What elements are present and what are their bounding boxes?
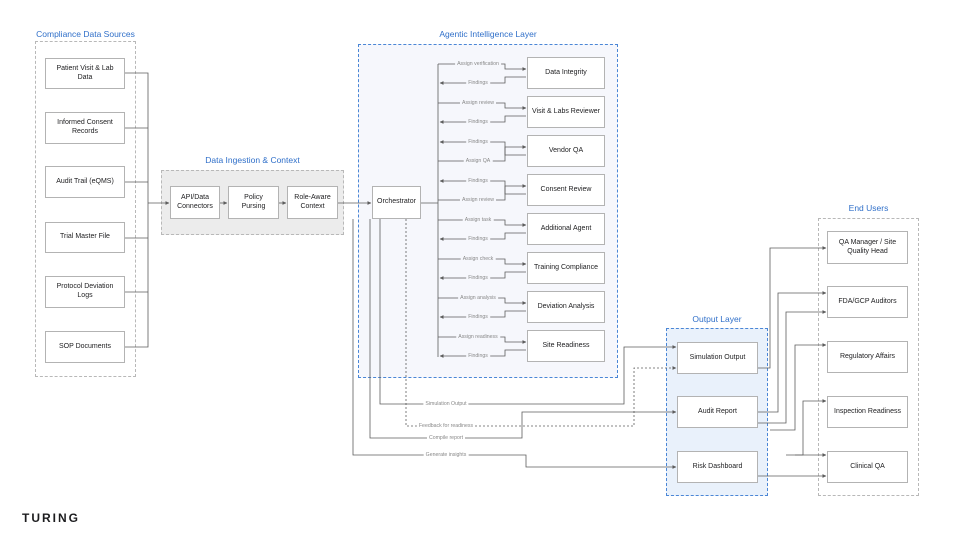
edge-label-findings: Findings [466,275,490,281]
agentic-layer-title: Agentic Intelligence Layer [439,29,537,39]
agent-site-readiness[interactable]: Site Readiness [527,330,605,362]
source-trial-master-file[interactable]: Trial Master File [45,222,125,253]
ingestion-title: Data Ingestion & Context [205,155,300,165]
source-protocol-deviation[interactable]: Protocol Deviation Logs [45,276,125,308]
user-fda-gcp-auditors[interactable]: FDA/GCP Auditors [827,286,908,318]
agent-additional[interactable]: Additional Agent [527,213,605,245]
edge-label-findings: Findings [466,236,490,242]
edge-label-assign-analysis: Assign analysis [458,295,498,301]
compliance-sources-group [35,41,136,377]
user-qa-manager[interactable]: QA Manager / Site Quality Head [827,231,908,264]
edge-label-findings: Findings [466,178,490,184]
agent-training-compliance[interactable]: Training Compliance [527,252,605,284]
edge-label-compile-report: Compile report [426,435,466,441]
ingestion-role-aware-context[interactable]: Role-Aware Context [287,186,338,219]
source-patient-visit-lab[interactable]: Patient Visit & Lab Data [45,58,125,89]
edge-label-findings: Findings [466,80,490,86]
edge-label-findings: Findings [466,119,490,125]
user-inspection-readiness[interactable]: Inspection Readiness [827,396,908,428]
edge-label-assign-review: Assign review [459,197,497,203]
agent-data-integrity[interactable]: Data Integrity [527,57,605,89]
edge-label-simulation-output: Simulation Output [423,401,469,407]
edge-label-assign-check: Assign check [460,256,496,262]
ingestion-policy-pursing[interactable]: Policy Pursing [228,186,279,219]
source-sop-documents[interactable]: SOP Documents [45,331,125,363]
agent-visit-labs-reviewer[interactable]: Visit & Labs Reviewer [527,96,605,128]
user-regulatory-affairs[interactable]: Regulatory Affairs [827,341,908,373]
edge-label-assign-review: Assign review [459,100,497,106]
output-layer-title: Output Layer [692,314,742,324]
edge-label-assign-task: Assign task [462,217,494,223]
end-users-title: End Users [848,203,889,213]
edge-label-assign-verification: Assign verification [455,61,501,67]
edge-label-generate-insights: Generate insights [423,452,469,458]
source-informed-consent[interactable]: Informed Consent Records [45,112,125,144]
output-simulation[interactable]: Simulation Output [677,342,758,374]
compliance-sources-title: Compliance Data Sources [36,29,135,39]
ingestion-api-connectors[interactable]: API/Data Connectors [170,186,220,219]
source-audit-trail[interactable]: Audit Trail (eQMS) [45,166,125,198]
agent-deviation-analysis[interactable]: Deviation Analysis [527,291,605,323]
edge-label-findings: Findings [466,353,490,359]
turing-logo: TURING [22,511,80,525]
edge-label-assign-readiness: Assign readiness [456,334,500,340]
user-clinical-qa[interactable]: Clinical QA [827,451,908,483]
edge-label-feedback-readiness: Feedback for readiness [416,423,476,429]
output-risk-dashboard[interactable]: Risk Dashboard [677,451,758,483]
agent-vendor-qa[interactable]: Vendor QA [527,135,605,167]
agent-consent-review[interactable]: Consent Review [527,174,605,206]
edge-label-findings: Findings [466,139,490,145]
edge-label-assign-qa: Assign QA [463,158,493,164]
edge-label-findings: Findings [466,314,490,320]
orchestrator[interactable]: Orchestrator [372,186,421,219]
end-users-group [818,218,919,496]
output-audit-report[interactable]: Audit Report [677,396,758,428]
